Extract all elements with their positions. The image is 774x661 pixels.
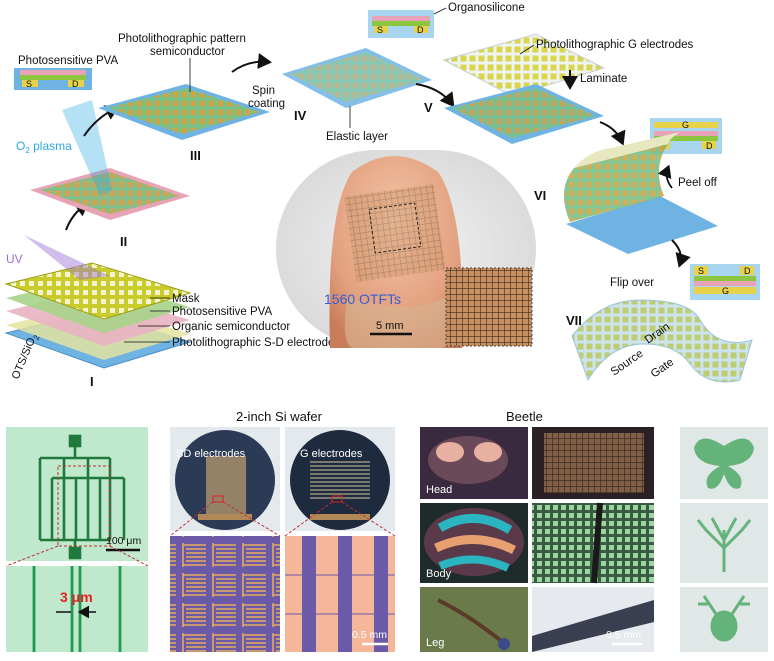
micrograph-panel: 100 μm 3 μm (5, 427, 149, 652)
stage-iv-label: IV (294, 108, 307, 123)
flip-inset: S D G (690, 264, 760, 300)
wafer-panel: 2-inch Si wafer SD electrodes G electrod… (169, 409, 396, 652)
inset-s: S (26, 79, 32, 89)
otft-count-label: 1560 OTFTs (324, 291, 401, 307)
spin-label-1: Spin (252, 85, 275, 97)
leg-label: Leg (426, 637, 444, 649)
elastic-layer-label: Elastic layer (326, 131, 388, 143)
laminate-label: Laminate (580, 73, 627, 85)
deer-head-icon (698, 595, 750, 642)
otft-grid-zoom (445, 267, 533, 347)
tree-icon (696, 517, 752, 572)
arrow-icon (415, 83, 455, 108)
pattern-label-2: semiconductor (150, 46, 225, 58)
g-electrodes-label: Photolithographic G electrodes (536, 39, 694, 51)
sd-electrodes-label: SD electrodes (176, 448, 246, 460)
inset-s: S (698, 266, 704, 276)
butterfly-icon (694, 438, 754, 489)
otft-patch (344, 184, 446, 282)
scale-05mm-label: 0.5 mm (606, 629, 641, 641)
inset-g: G (682, 120, 689, 130)
photosensitive-pva-title: Photosensitive PVA (18, 55, 118, 67)
body-label: Body (426, 568, 452, 580)
organosilicone-inset: S D Organosilicone (368, 2, 525, 38)
uv-beam (24, 235, 110, 280)
scale-100um-label: 100 μm (106, 535, 141, 547)
stage-i-label: I (90, 374, 94, 389)
head-label: Head (426, 484, 452, 496)
finger-photo: 1560 OTFTs 5 mm (276, 150, 536, 348)
arrow-icon (231, 53, 272, 73)
stage-iii-label: III (190, 148, 201, 163)
stage-iv: IV Elastic layer (282, 48, 432, 143)
inset-d: D (72, 79, 79, 89)
wafer-title: 2-inch Si wafer (236, 409, 323, 424)
pattern-shapes (680, 427, 768, 652)
stage-vi-label: VI (534, 188, 546, 203)
beetle-title: Beetle (506, 409, 543, 424)
inset-g: G (722, 286, 729, 296)
inset-d: D (706, 141, 713, 151)
pattern-label-1: Photolithographic pattern (118, 33, 246, 45)
scale-5mm-label: 5 mm (376, 320, 404, 332)
inset-d: D (417, 25, 424, 35)
beetle-panel: Beetle Head Body Leg 0.5 mm (420, 409, 654, 652)
label-photosensitive-pva: Photosensitive PVA (172, 306, 272, 318)
stage-vi: Peel off VI (534, 121, 718, 254)
label-sd-electrodes: Photolithographic S-D electrodes (172, 337, 340, 349)
scale-05mm-label: 0.5 mm (352, 629, 387, 641)
gate-label: Gate (649, 356, 676, 380)
label-mask: Mask (172, 293, 200, 305)
spin-label-2: coating (248, 98, 285, 110)
stage-v: Photolithographic G electrodes Laminate … (415, 33, 694, 144)
arrow-icon (599, 121, 626, 146)
stage-ii: O2 plasma II (16, 100, 190, 249)
stage-iii: Photosensitive PVA S D Photolithographic… (14, 33, 285, 163)
inset-s: S (377, 25, 383, 35)
arrow-icon (671, 239, 691, 268)
peel-off-label: Peel off (678, 177, 718, 189)
stage-v-label: V (424, 100, 433, 115)
peel-arrow-icon (657, 164, 673, 189)
stage-vii-label: VII (566, 313, 582, 328)
tft-layout (38, 434, 126, 560)
sd-comb-zoom (170, 536, 280, 652)
o2-plasma-label: O2 plasma (16, 139, 72, 155)
inset-d: D (744, 266, 751, 276)
organosilicone-label: Organosilicone (448, 2, 525, 14)
label-organic-semiconductor: Organic semiconductor (172, 321, 290, 333)
stage-vii: Flip over S D G VII Source Drain Gate (566, 239, 760, 383)
gap-3um-label: 3 μm (60, 589, 93, 605)
pva-inset: S D (14, 68, 92, 90)
stack-substrate-label: OTS/SiO2 (10, 331, 42, 382)
mask-layer (4, 262, 192, 320)
zoom-box (57, 465, 111, 547)
flip-over-label: Flip over (610, 277, 654, 289)
uv-label: UV (6, 252, 23, 266)
g-electrodes-label: G electrodes (300, 448, 363, 460)
zoom-box (368, 202, 422, 254)
stage-ii-label: II (120, 234, 127, 249)
o2-plasma-beam (62, 100, 112, 196)
